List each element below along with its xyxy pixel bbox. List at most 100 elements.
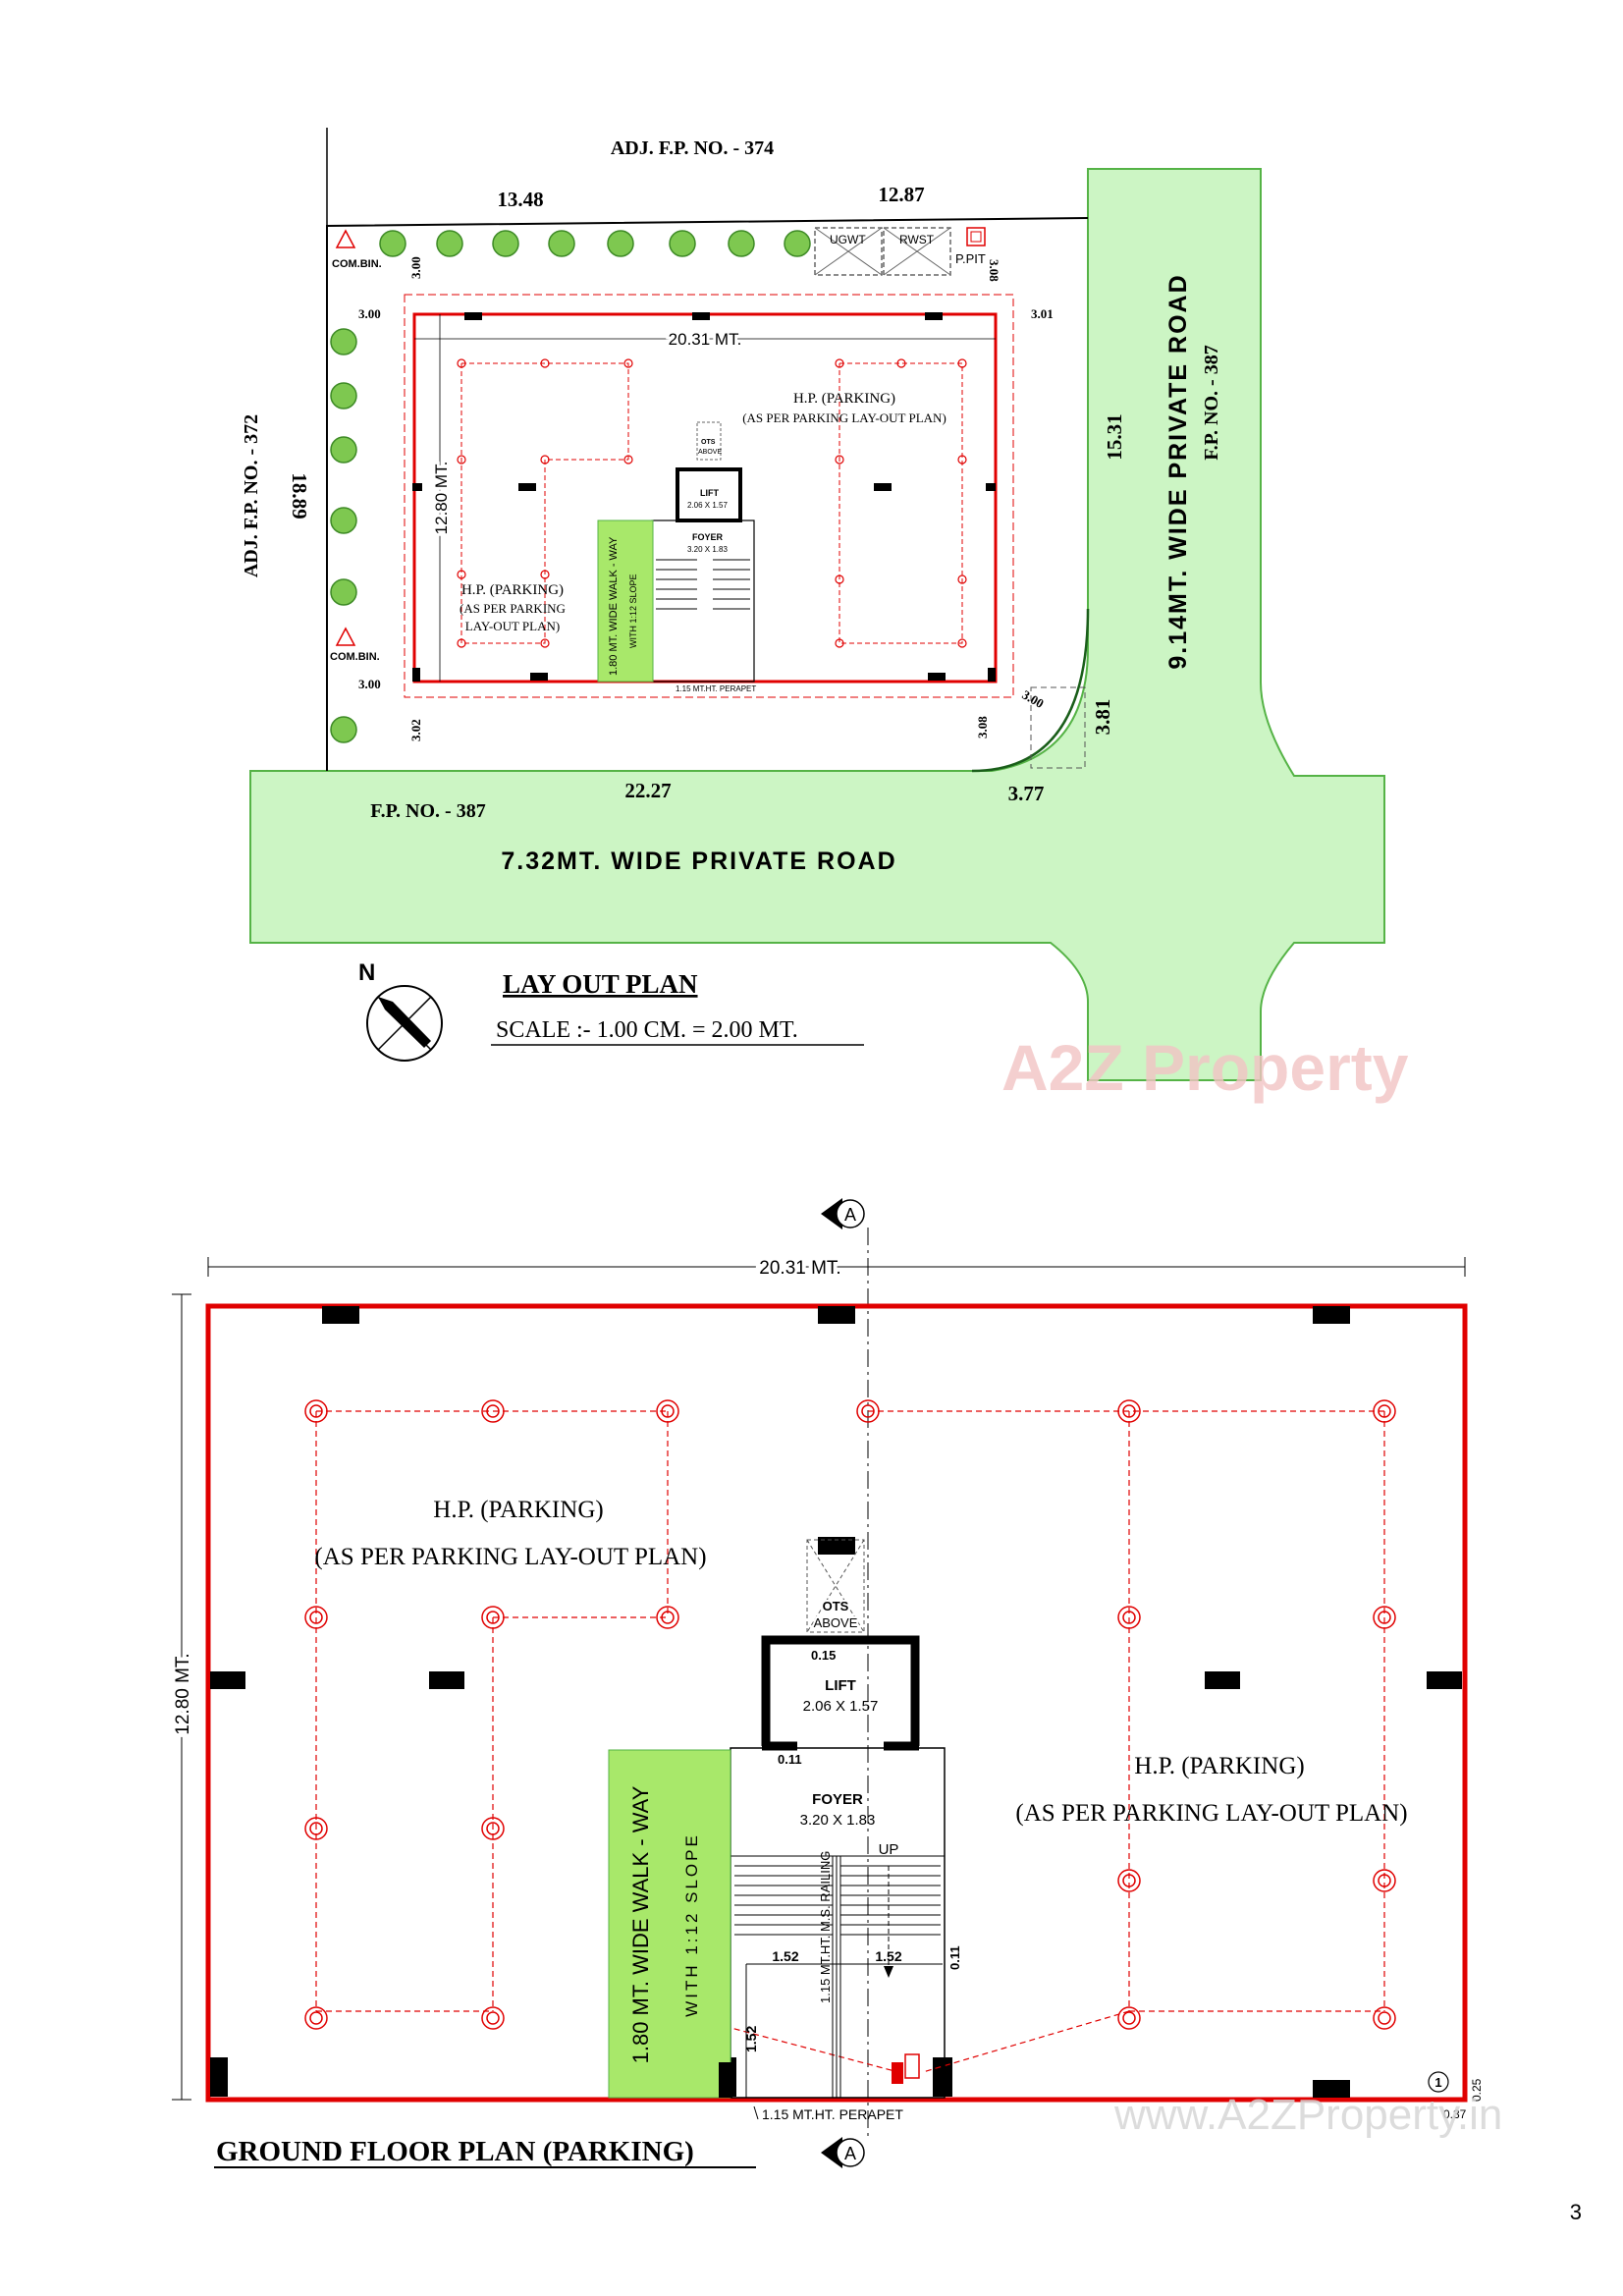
fp-south-label: F.P. NO. - 387 bbox=[370, 800, 485, 822]
dim-top-left: 13.48 bbox=[497, 188, 543, 211]
svg-text:3.00: 3.00 bbox=[358, 677, 381, 691]
dim-depth: 12.80 MT. bbox=[432, 462, 451, 535]
svg-text:3.00: 3.00 bbox=[1020, 687, 1047, 711]
rwst-tank: RWST bbox=[883, 227, 951, 276]
svg-text:0.25: 0.25 bbox=[1470, 2078, 1484, 2102]
svg-text:1: 1 bbox=[1434, 2075, 1441, 2090]
margin-line bbox=[404, 294, 1014, 698]
ugwt-tank: UGWT bbox=[814, 227, 883, 276]
fire-extinguisher-icon bbox=[892, 2053, 920, 2084]
hp-sub-left-2: LAY-OUT PLAN) bbox=[465, 619, 560, 633]
p-pit: P.PIT bbox=[955, 227, 986, 266]
adj-west-label: ADJ. F.P. NO. - 372 bbox=[241, 414, 262, 577]
foyer-label: FOYER bbox=[812, 1791, 863, 1808]
svg-text:0.15: 0.15 bbox=[811, 1648, 836, 1663]
section-marker-top: A bbox=[821, 1198, 865, 1230]
dim-east: 15.31 bbox=[1103, 413, 1126, 460]
dim-south-corner: 3.77 bbox=[1008, 782, 1045, 805]
dim-corner-vertical: 3.81 bbox=[1091, 699, 1114, 736]
svg-text:3.00: 3.00 bbox=[358, 306, 381, 321]
section-marker-bottom: A bbox=[821, 2137, 865, 2168]
road-east-label: 9.14MT. WIDE PRIVATE ROAD bbox=[1164, 273, 1192, 669]
gf-hp-right: H.P. (PARKING) bbox=[1134, 1753, 1304, 1779]
watermark-url: www.A2ZProperty.in bbox=[1113, 2091, 1502, 2139]
svg-text:P.PIT: P.PIT bbox=[955, 251, 986, 266]
gf-walkway-ramp bbox=[608, 1749, 731, 2099]
tree-row-top bbox=[379, 230, 811, 257]
com-bin-icon bbox=[335, 229, 356, 248]
svg-text:OTS: OTS bbox=[701, 439, 716, 446]
up-label: UP bbox=[879, 1841, 899, 1858]
tree-row-left bbox=[330, 328, 357, 743]
parapet-label: 1.15 MT.HT. PERAPET bbox=[676, 684, 756, 693]
gf-hp-left: H.P. (PARKING) bbox=[433, 1497, 603, 1523]
walkway-ramp bbox=[597, 519, 654, 683]
ots-shaft: OTS ABOVE bbox=[806, 1539, 865, 1633]
layout-plan: COM.BIN. COM.BIN. UGWT RWST P.PIT bbox=[241, 128, 1385, 1081]
hp-label-left: H.P. (PARKING) bbox=[461, 582, 564, 598]
com-bin-label: COM.BIN. bbox=[332, 258, 382, 270]
lift-shaft: 0.15 LIFT 2.06 X 1.57 0.11 bbox=[761, 1635, 920, 1767]
fp-east-label: F.P. NO. - 387 bbox=[1201, 345, 1222, 460]
parapet-leader bbox=[753, 2105, 759, 2120]
svg-text:3.00: 3.00 bbox=[408, 256, 423, 279]
svg-text:3.02: 3.02 bbox=[408, 719, 423, 741]
dim-width: 20.31 MT. bbox=[669, 330, 742, 349]
gf-parapet-label: 1.15 MT.HT. PERAPET bbox=[762, 2106, 903, 2122]
walkway-slope: WITH 1:12 SLOPE bbox=[628, 574, 638, 648]
gf-title: GROUND FLOOR PLAN (PARKING) bbox=[216, 2136, 694, 2167]
svg-text:UGWT: UGWT bbox=[830, 233, 866, 246]
detail-marker: 1 0.25 0.37 bbox=[1428, 2071, 1484, 2121]
stair-core: LIFT 2.06 X 1.57 FOYER 3.20 X 1.83 OTS A… bbox=[651, 421, 755, 683]
svg-text:3.08: 3.08 bbox=[975, 716, 990, 738]
gf-walkway-slope: WITH 1:12 SLOPE bbox=[682, 1832, 701, 2017]
dim-top-right: 12.87 bbox=[878, 183, 924, 206]
foyer-dim: 3.20 X 1.83 bbox=[800, 1812, 876, 1829]
watermark-logo: A2Z Property bbox=[1001, 1031, 1409, 1104]
svg-text:OTS: OTS bbox=[823, 1599, 849, 1613]
dim-152-b: 1.52 bbox=[875, 1948, 901, 1964]
dim-152-c: 1.52 bbox=[743, 2026, 759, 2052]
svg-text:A: A bbox=[844, 1205, 856, 1225]
svg-text:ABOVE: ABOVE bbox=[698, 449, 722, 456]
dim-south: 22.27 bbox=[624, 779, 671, 802]
svg-text:LIFT: LIFT bbox=[825, 1677, 856, 1694]
columns bbox=[412, 312, 996, 682]
svg-text:FOYER: FOYER bbox=[692, 532, 724, 542]
gf-hp-left-sub: (AS PER PARKING LAY-OUT PLAN) bbox=[314, 1544, 706, 1570]
gf-dim-depth: 12.80 MT. bbox=[173, 1653, 193, 1734]
parking-grid bbox=[460, 362, 963, 644]
svg-text:3.08: 3.08 bbox=[987, 259, 1001, 282]
com-bin-label: COM.BIN. bbox=[330, 651, 380, 663]
hp-sub-right: (AS PER PARKING LAY-OUT PLAN) bbox=[742, 410, 947, 425]
svg-text:A: A bbox=[844, 2144, 856, 2163]
road-south-label: 7.32MT. WIDE PRIVATE ROAD bbox=[501, 847, 896, 875]
gf-hp-right-sub: (AS PER PARKING LAY-OUT PLAN) bbox=[1015, 1800, 1407, 1827]
dim-west: 18.89 bbox=[288, 472, 311, 519]
svg-text:2.06 X 1.57: 2.06 X 1.57 bbox=[687, 501, 728, 510]
svg-text:2.06 X 1.57: 2.06 X 1.57 bbox=[803, 1698, 879, 1715]
dim-011-b: 0.11 bbox=[947, 1945, 962, 1970]
page-number: 3 bbox=[1569, 2200, 1582, 2224]
hp-label-right: H.P. (PARKING) bbox=[793, 391, 895, 407]
hp-sub-left: (AS PER PARKING bbox=[460, 601, 566, 616]
layout-title: LAY OUT PLAN bbox=[503, 969, 698, 999]
dim-152-a: 1.52 bbox=[772, 1948, 798, 1964]
gf-walkway-label: 1.80 MT. WIDE WALK - WAY bbox=[628, 1785, 653, 2063]
gf-parking-grid bbox=[315, 1410, 1385, 2073]
svg-text:LIFT: LIFT bbox=[700, 488, 719, 498]
svg-text:ABOVE: ABOVE bbox=[814, 1615, 858, 1630]
layout-scale: SCALE :- 1.00 CM. = 2.00 MT. bbox=[496, 1017, 798, 1043]
gf-dim-width: 20.31 MT. bbox=[759, 1258, 840, 1279]
walkway-end-column bbox=[719, 2062, 732, 2098]
com-bin-icon bbox=[335, 627, 356, 646]
adj-north-label: ADJ. F.P. NO. - 374 bbox=[611, 137, 774, 159]
boundary-curve bbox=[971, 608, 1090, 773]
north-label: N bbox=[358, 959, 375, 986]
ground-floor-plan: A A 20.31 MT. 12.80 MT. bbox=[169, 1198, 1484, 2168]
road-east bbox=[249, 168, 1385, 1081]
corner-splay bbox=[1030, 686, 1086, 769]
svg-text:0.11: 0.11 bbox=[778, 1752, 802, 1767]
north-arrow-icon bbox=[366, 985, 443, 1062]
